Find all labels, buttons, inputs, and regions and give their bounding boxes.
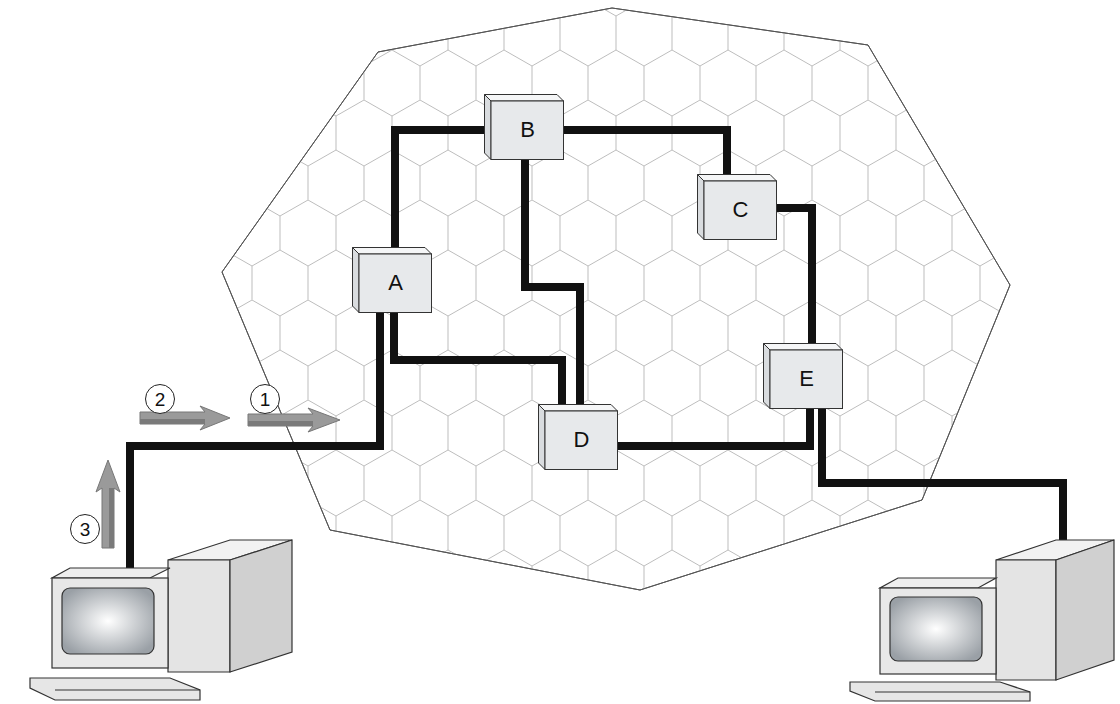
node-label: C xyxy=(733,199,749,221)
callout-number: 1 xyxy=(250,384,280,414)
access-line xyxy=(130,310,380,578)
node-label: D xyxy=(574,429,590,451)
node-label: B xyxy=(520,119,535,141)
access-line xyxy=(822,405,1063,548)
router-box: D xyxy=(538,404,618,470)
node-label: E xyxy=(799,368,814,390)
router-box: B xyxy=(484,94,564,160)
network-cloud-outline xyxy=(222,8,1010,590)
callout-number: 2 xyxy=(145,384,175,414)
computer-icon xyxy=(850,540,1114,701)
network-link xyxy=(564,130,727,174)
network-link xyxy=(395,130,484,247)
router-box: A xyxy=(352,247,432,313)
network-link xyxy=(394,313,562,404)
network-link xyxy=(525,160,580,404)
computer-icon xyxy=(30,540,292,700)
network-link xyxy=(618,409,810,446)
packet-arrow xyxy=(96,460,120,548)
node-label: A xyxy=(388,272,403,294)
router-box: E xyxy=(763,343,843,409)
cloud-texture xyxy=(200,0,1030,600)
callout-number: 3 xyxy=(70,514,100,544)
network-link xyxy=(777,208,812,343)
router-box: C xyxy=(697,174,777,240)
